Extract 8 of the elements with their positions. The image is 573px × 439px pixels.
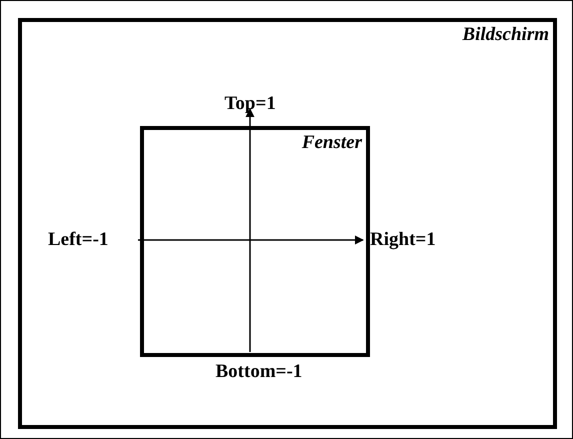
window-frame	[140, 126, 370, 357]
window-label: Fenster	[302, 132, 362, 154]
screen-label: Bildschirm	[462, 24, 549, 46]
screen-frame	[18, 18, 557, 429]
axis-label: Left=-1	[48, 229, 108, 251]
axis-label: Right=1	[370, 229, 436, 251]
axis-label: Top=1	[224, 93, 276, 115]
axis-label: Bottom=-1	[216, 361, 302, 383]
